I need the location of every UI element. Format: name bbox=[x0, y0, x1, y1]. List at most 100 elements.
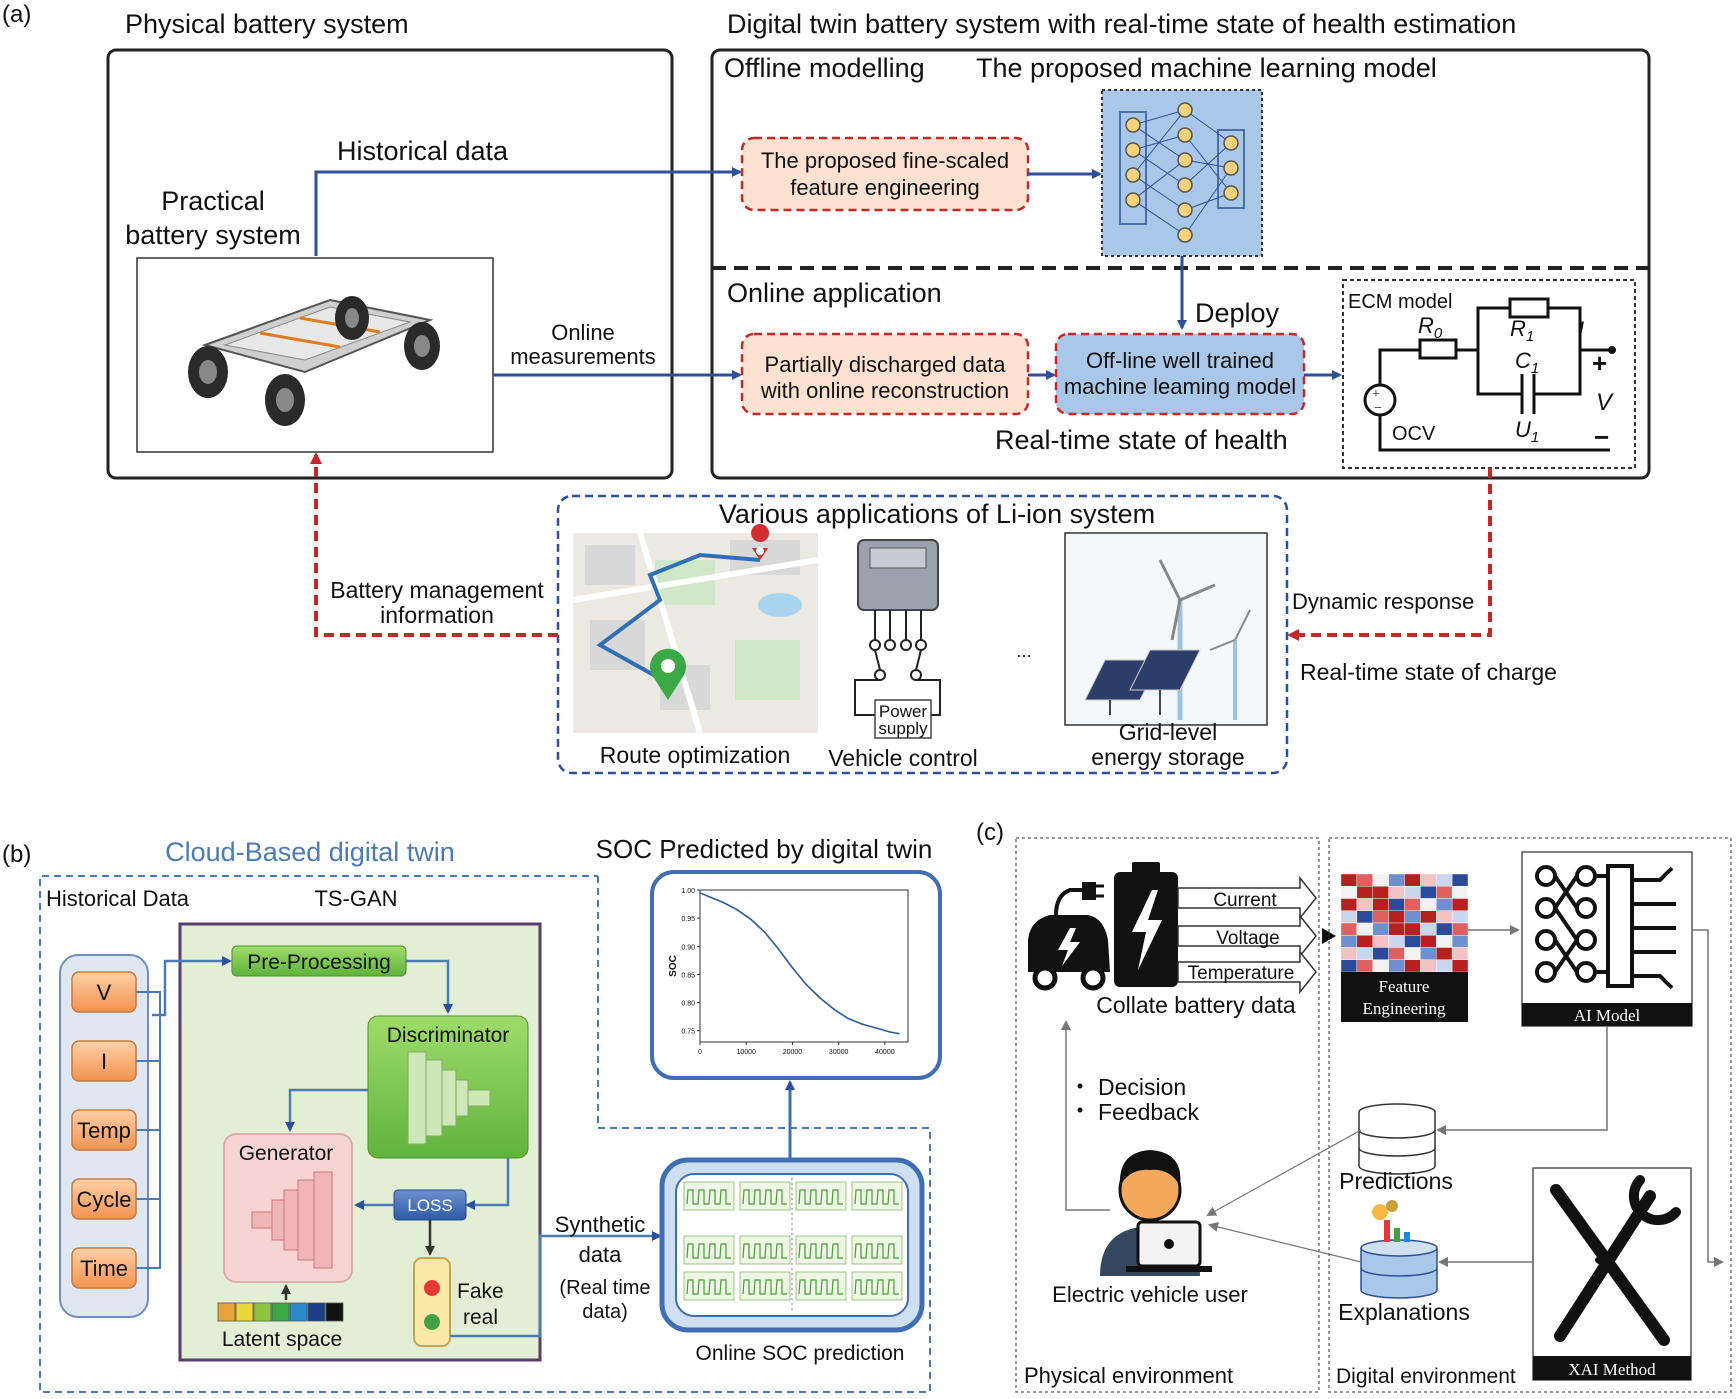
heatmap-cell bbox=[1420, 959, 1437, 973]
xai-label: XAI Method bbox=[1568, 1360, 1656, 1379]
explanations-db-icon bbox=[1360, 1200, 1438, 1299]
soc-data-point bbox=[888, 1030, 891, 1033]
loss-label: LOSS bbox=[407, 1196, 452, 1215]
heatmap-cell bbox=[1451, 873, 1469, 887]
heatmap-cell bbox=[1372, 959, 1389, 973]
ai-model-caption-box bbox=[1522, 1003, 1692, 1026]
ai-to-predictions-arrow bbox=[1436, 1026, 1608, 1135]
heatmap-cell bbox=[1356, 959, 1373, 973]
generator-network-icon bbox=[251, 1171, 333, 1269]
synthetic-line2: data bbox=[579, 1242, 623, 1267]
preprocessing-label: Pre-Processing bbox=[247, 951, 391, 974]
heatmap-cell bbox=[1436, 935, 1453, 948]
heatmap-cell bbox=[1436, 898, 1453, 911]
latent-swatch bbox=[217, 1302, 236, 1322]
heatmap-cell bbox=[1388, 959, 1405, 973]
i-label: I bbox=[1578, 317, 1584, 342]
physical-env-box bbox=[1015, 837, 1320, 1393]
heatmap-cell bbox=[1372, 910, 1389, 924]
heatmap-cell bbox=[1451, 935, 1469, 948]
mini-plot-trace bbox=[798, 1189, 843, 1205]
soc-data-point bbox=[819, 997, 822, 999]
route-map-image bbox=[572, 524, 819, 734]
panel-c: (c) Current Voltage Temperature Colla bbox=[976, 819, 1732, 1393]
feature-eng-caption-box bbox=[1341, 972, 1468, 1022]
v-plus-label: + bbox=[1592, 348, 1607, 378]
heatmap-cell bbox=[1356, 947, 1373, 960]
heatmap-cell bbox=[1356, 910, 1373, 924]
input-label-temp: Temp bbox=[77, 1118, 131, 1143]
v-label: V bbox=[1596, 389, 1614, 416]
heatmap-cell bbox=[1420, 947, 1437, 960]
soc-xtick-label: 20000 bbox=[783, 1049, 803, 1056]
heatmap-cell bbox=[1436, 873, 1453, 887]
physical-title: Physical battery system bbox=[125, 9, 409, 39]
applications-title: Various applications of Li-ion system bbox=[719, 499, 1155, 529]
grid-storage-image bbox=[1064, 532, 1268, 726]
input-connector-time bbox=[136, 1015, 161, 1269]
generator-label: Generator bbox=[239, 1142, 334, 1165]
decision-bullet bbox=[1077, 1083, 1083, 1089]
heatmap-cell bbox=[1340, 922, 1358, 936]
realtime-soh-label: Real-time state of health bbox=[995, 425, 1288, 455]
bms-label-1: Battery management bbox=[330, 577, 544, 603]
offline-label: Offline modelling bbox=[724, 53, 925, 83]
heatmap-cell bbox=[1404, 898, 1421, 911]
partial-data-line1: Partially discharged data bbox=[765, 352, 1007, 377]
voltage-label: Voltage bbox=[1216, 928, 1279, 949]
physical-box bbox=[106, 48, 674, 480]
fake-label: Fake bbox=[457, 1280, 504, 1303]
heatmap-cell bbox=[1404, 910, 1421, 924]
heatmap-cell bbox=[1388, 873, 1405, 887]
neural-network-icon bbox=[1101, 89, 1263, 257]
heatmap-cell bbox=[1388, 898, 1405, 911]
mini-plot-grid bbox=[683, 1178, 903, 1312]
ocv-label: OCV bbox=[1392, 423, 1436, 445]
latent-space-bar bbox=[217, 1302, 344, 1322]
mini-plot-trace bbox=[742, 1279, 787, 1295]
soc-ytick-label: 0.95 bbox=[681, 916, 695, 923]
realtime-line1: (Real time bbox=[559, 1277, 650, 1299]
ev-user-label: Electric vehicle user bbox=[1052, 1282, 1248, 1307]
discriminator-to-generator-arrow bbox=[285, 1088, 368, 1132]
heatmap-cell bbox=[1436, 947, 1453, 960]
soc-series-line bbox=[699, 892, 899, 1035]
heatmap-cell bbox=[1372, 898, 1389, 911]
heatmap-cell bbox=[1420, 910, 1437, 924]
heatmap-cell bbox=[1451, 922, 1469, 936]
feedback-label: Feedback bbox=[1098, 1099, 1200, 1125]
heatmap-cell bbox=[1388, 935, 1405, 948]
digital-box bbox=[710, 48, 1651, 480]
ai-to-xai-arrow bbox=[1692, 929, 1724, 1267]
soc-ytick-label: 0.80 bbox=[681, 1001, 695, 1008]
preprocessing-to-discriminator-arrow bbox=[406, 959, 453, 1014]
heatmap-cell bbox=[1388, 922, 1405, 936]
bms-label-2: information bbox=[380, 602, 494, 628]
discriminator-network-icon bbox=[407, 1051, 491, 1145]
panel-a: (a) Physical battery system Digital twin… bbox=[2, 1, 1651, 775]
mini-plot-trace bbox=[798, 1279, 843, 1295]
feature-eng-caption-1: Feature bbox=[1379, 977, 1430, 996]
predictions-db-icon bbox=[1358, 1103, 1436, 1175]
heatmap-cell bbox=[1372, 922, 1389, 936]
online-meas-line2: measurements bbox=[510, 344, 656, 369]
input-label-i: I bbox=[101, 1049, 107, 1074]
latent-space-label: Latent space bbox=[222, 1328, 342, 1351]
soc-data-point bbox=[860, 1023, 863, 1025]
soc-data-point bbox=[777, 948, 780, 951]
ellipsis-label: ... bbox=[1016, 641, 1031, 661]
xai-caption-box bbox=[1533, 1356, 1691, 1380]
soc-xtick-label: 0 bbox=[698, 1049, 702, 1056]
soc-data-point bbox=[897, 1032, 900, 1035]
heatmap-cell bbox=[1340, 959, 1358, 973]
discriminator-label: Discriminator bbox=[387, 1024, 510, 1047]
feedback-bullet bbox=[1077, 1107, 1083, 1113]
heatmap-cell bbox=[1436, 910, 1453, 924]
soc-ytick-label: 0.90 bbox=[681, 944, 695, 951]
explanations-to-user-arrow bbox=[1208, 1222, 1362, 1263]
heatmap-cell bbox=[1340, 910, 1358, 924]
heatmap-cell bbox=[1356, 922, 1373, 936]
online-application-label: Online application bbox=[727, 278, 942, 308]
ml-model-title: The proposed machine learning model bbox=[976, 53, 1437, 83]
